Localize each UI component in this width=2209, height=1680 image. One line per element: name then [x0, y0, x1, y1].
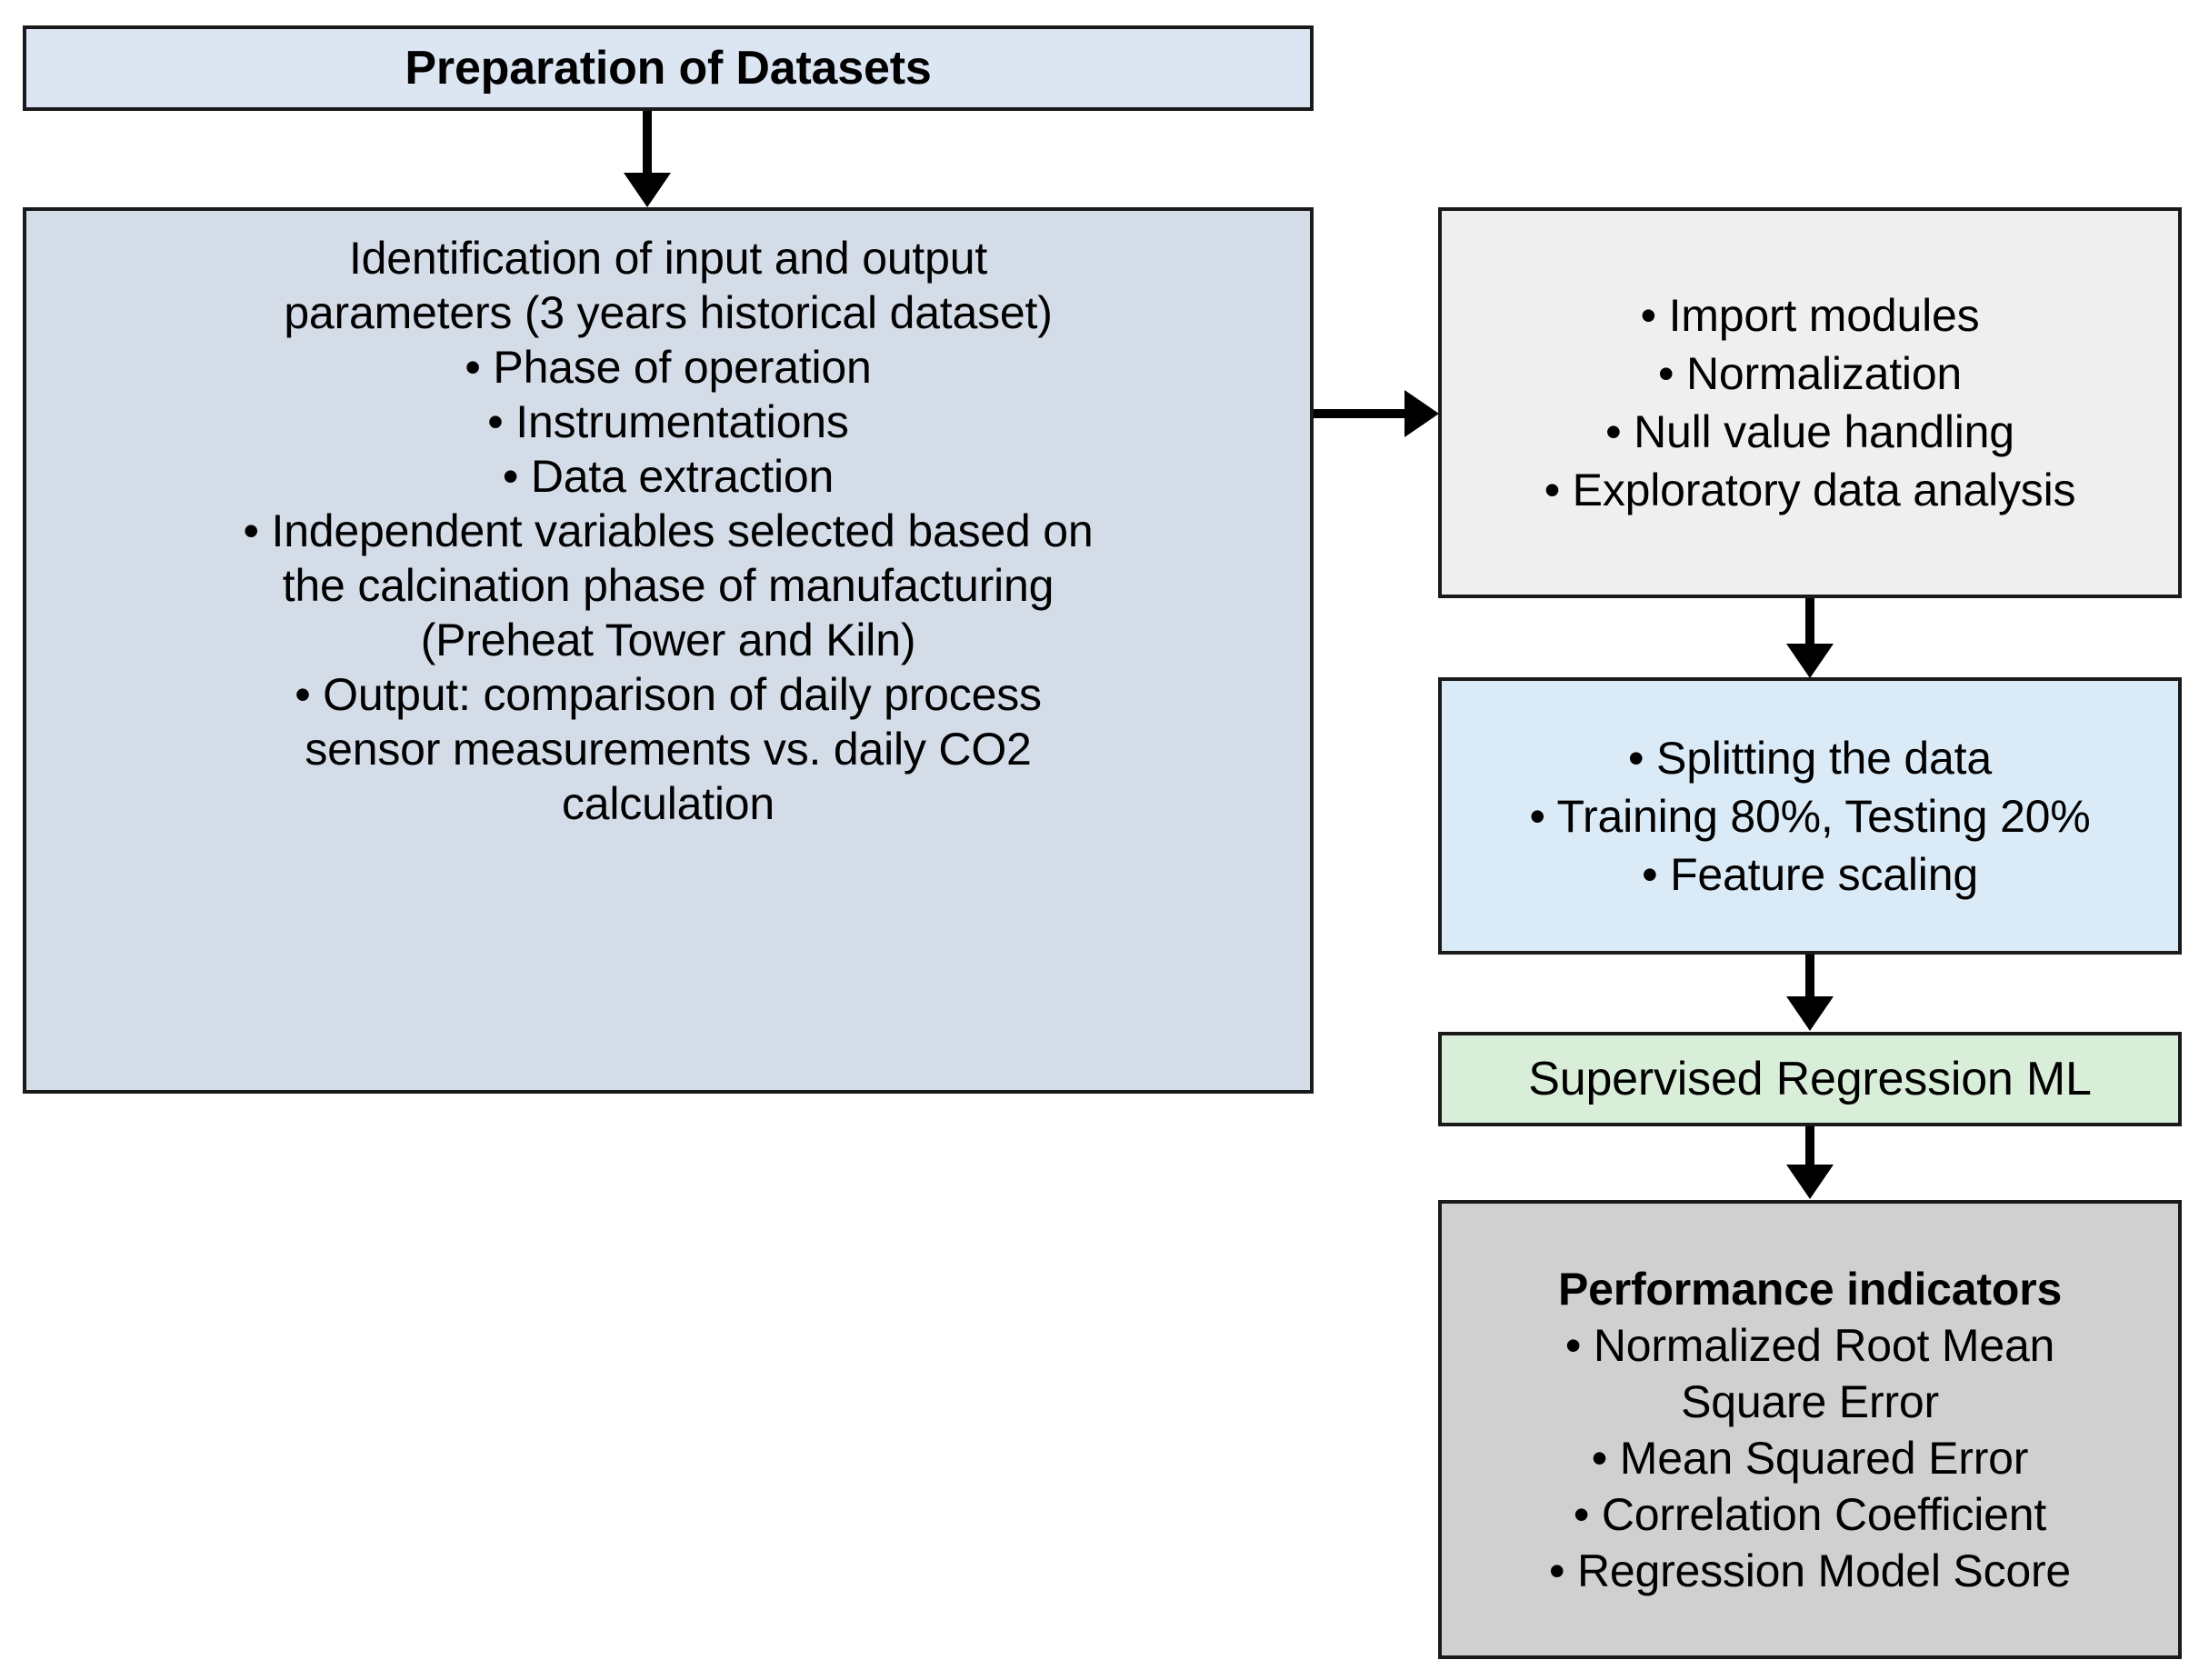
- dataset-identification-box: Identification of input and output param…: [23, 207, 1314, 1094]
- dataset-line: Identification of input and output: [348, 233, 988, 284]
- metric-line: • Correlation Coefficient: [1573, 1488, 2047, 1540]
- metric-line: • Regression Model Score: [1548, 1545, 2072, 1596]
- performance-indicators-heading: Performance indicators: [1557, 1263, 2063, 1315]
- dataset-line: sensor measurements vs. daily CO2: [305, 724, 1032, 775]
- arrowhead-down-icon: [1786, 996, 1834, 1031]
- preparation-of-datasets-box: Preparation of Datasets: [23, 25, 1314, 111]
- dataset-line: • Phase of operation: [465, 342, 872, 393]
- model-label: Supervised Regression ML: [1528, 1052, 2092, 1105]
- dataset-line: • Data extraction: [502, 451, 835, 502]
- dataset-line: calculation: [561, 778, 775, 829]
- split-line: • Training 80%, Testing 20%: [1529, 790, 2091, 842]
- arrow-shaft: [1805, 598, 1814, 649]
- preprocess-line: • Exploratory data analysis: [1544, 465, 2076, 515]
- dataset-line: parameters (3 years historical dataset): [284, 287, 1053, 338]
- dataset-line: • Instrumentations: [487, 396, 849, 447]
- dataset-line: the calcination phase of manufacturing: [282, 560, 1055, 611]
- preprocess-line: • Normalization: [1657, 348, 1963, 399]
- dataset-line: • Independent variables selected based o…: [243, 505, 1094, 556]
- dataset-line: (Preheat Tower and Kiln): [420, 615, 916, 665]
- split-line: • Splitting the data: [1628, 732, 1992, 784]
- arrow-shaft: [1314, 409, 1408, 418]
- arrow-shaft: [1805, 955, 1814, 998]
- arrowhead-right-icon: [1404, 390, 1439, 437]
- metric-line: • Mean Squared Error: [1591, 1432, 2029, 1484]
- data-splitting-box: • Splitting the data • Training 80%, Tes…: [1438, 677, 2182, 955]
- preprocess-line: • Import modules: [1640, 290, 1980, 341]
- metric-line: • Normalized Root Mean: [1564, 1319, 2055, 1371]
- arrow-shaft: [1805, 1126, 1814, 1168]
- arrowhead-down-icon: [624, 173, 671, 207]
- arrow-shaft: [643, 111, 652, 176]
- arrowhead-down-icon: [1786, 1165, 1834, 1199]
- metric-line: Square Error: [1681, 1375, 1939, 1427]
- split-line: • Feature scaling: [1642, 848, 1978, 900]
- arrowhead-down-icon: [1786, 644, 1834, 678]
- supervised-regression-ml-box: Supervised Regression ML: [1438, 1032, 2182, 1126]
- preprocess-line: • Null value handling: [1605, 406, 2014, 457]
- preparation-of-datasets-label: Preparation of Datasets: [405, 41, 932, 95]
- performance-indicators-box: Performance indicators • Normalized Root…: [1438, 1200, 2182, 1659]
- dataset-line: • Output: comparison of daily process: [295, 669, 1042, 720]
- preprocessing-box: • Import modules • Normalization • Null …: [1438, 207, 2182, 598]
